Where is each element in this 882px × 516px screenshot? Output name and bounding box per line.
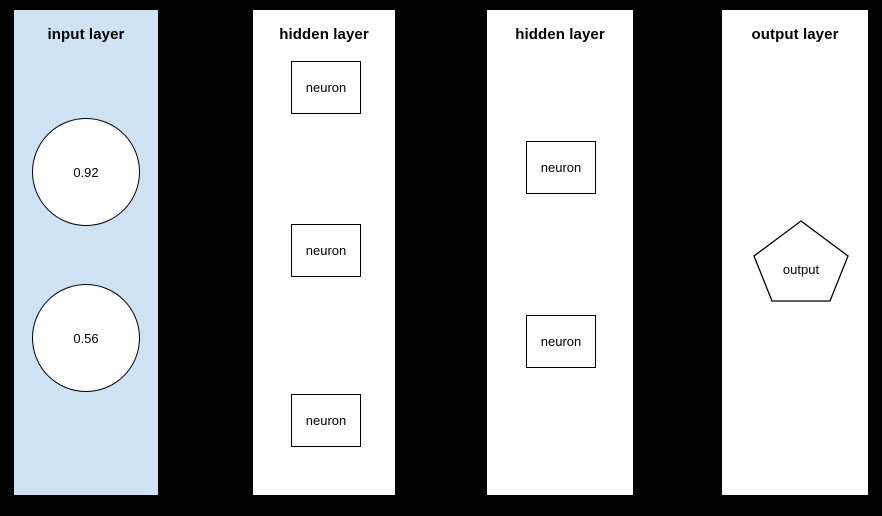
- pentagon-icon: [753, 220, 849, 302]
- gap-strip-1: [158, 0, 253, 516]
- neuron-node[interactable]: neuron: [291, 394, 361, 447]
- layer-title-hidden-1: hidden layer: [279, 26, 369, 43]
- gap-strip-3: [633, 0, 722, 516]
- neuron-node[interactable]: neuron: [291, 61, 361, 114]
- neuron-node[interactable]: neuron: [526, 315, 596, 368]
- layer-panel-output: output layer output: [722, 10, 868, 495]
- layer-title-output: output layer: [751, 26, 839, 43]
- layer-panel-hidden-2: hidden layer neuron neuron: [487, 10, 633, 495]
- input-node[interactable]: 0.56: [32, 284, 140, 392]
- output-node[interactable]: output: [751, 218, 851, 304]
- layer-title-input: input layer: [47, 26, 125, 43]
- input-node[interactable]: 0.92: [32, 118, 140, 226]
- neuron-node[interactable]: neuron: [291, 224, 361, 277]
- output-node-label: output: [782, 262, 820, 277]
- layer-title-hidden-2: hidden layer: [515, 26, 605, 43]
- layer-panel-input: input layer 0.92 0.56: [14, 10, 158, 495]
- layer-panel-hidden-1: hidden layer neuron neuron neuron: [253, 10, 395, 495]
- neuron-node[interactable]: neuron: [526, 141, 596, 194]
- gap-strip-2: [395, 0, 487, 516]
